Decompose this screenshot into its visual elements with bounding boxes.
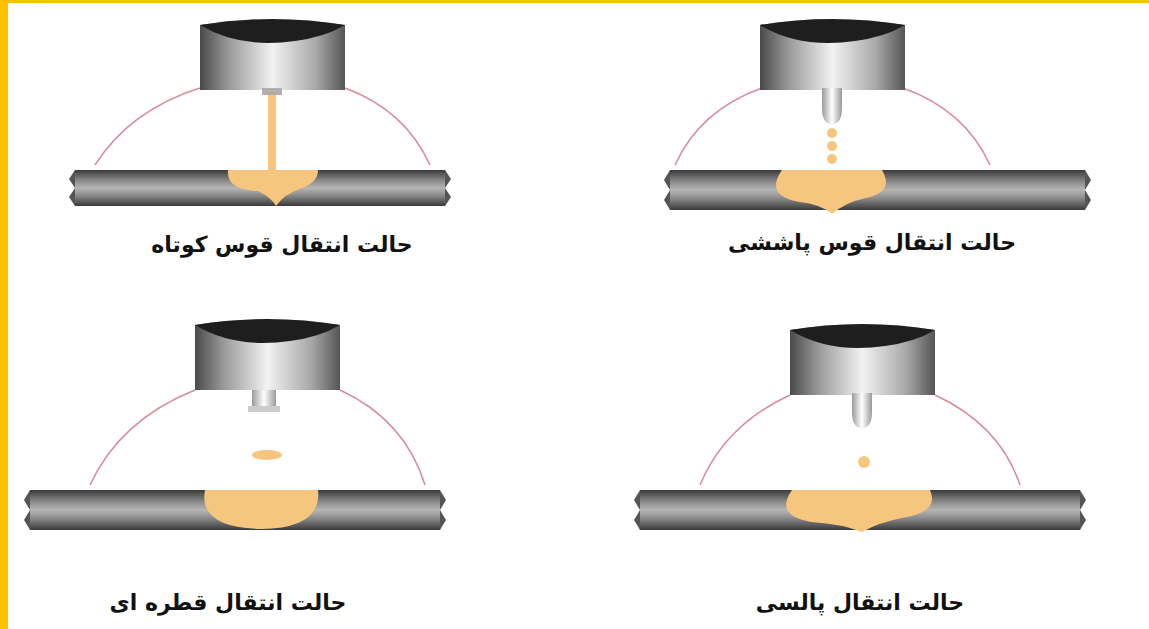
mode-caption: حالت انتقال پالسی	[756, 590, 964, 615]
mode-caption: حالت انتقال قوس کوتاه	[151, 232, 412, 257]
mode-caption: حالت انتقال قطره ای	[110, 590, 347, 615]
mode-caption: حالت انتقال قوس پاششی	[728, 230, 1016, 255]
